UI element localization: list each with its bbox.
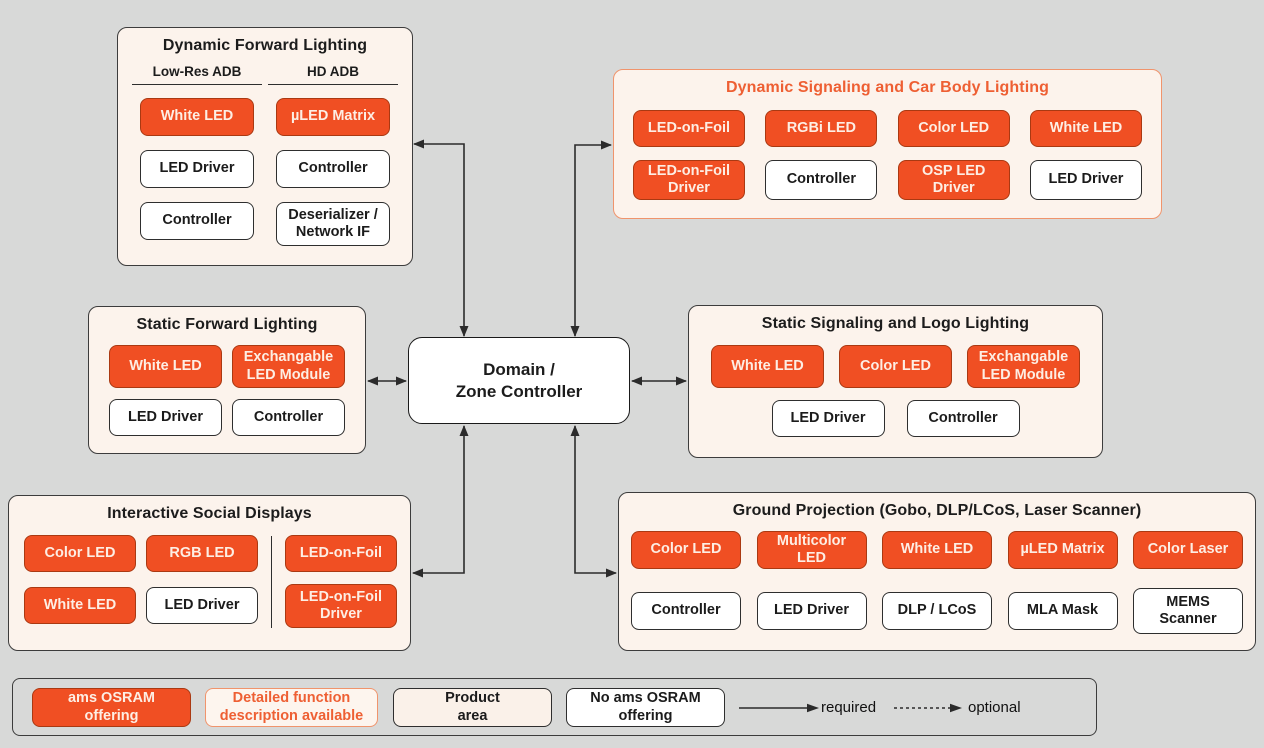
chip-led-on-foil: LED-on-Foil xyxy=(633,110,745,147)
chip-controller: Controller xyxy=(232,399,345,436)
legend-detailed-function: Detailed function description available xyxy=(205,688,378,727)
chip-led-driver: LED Driver xyxy=(140,150,254,188)
panel-dynamic-signaling: Dynamic Signaling and Car Body Lighting … xyxy=(613,69,1162,219)
panel-ground-projection: Ground Projection (Gobo, DLP/LCoS, Laser… xyxy=(618,492,1256,651)
connector-interactive-social xyxy=(412,425,469,578)
chip-led-on-foil-driver: LED-on-Foil Driver xyxy=(285,584,397,628)
panel-title: Static Forward Lighting xyxy=(136,316,318,333)
chip-rgbi-led: RGBi LED xyxy=(765,110,878,147)
column-header: Low-Res ADB xyxy=(132,64,262,85)
chip-color-led: Color LED xyxy=(24,535,136,572)
panel-title: Ground Projection (Gobo, DLP/LCoS, Laser… xyxy=(732,502,1142,519)
chip-exchangable-led-module: Exchangable LED Module xyxy=(232,345,345,388)
chip-uled-matrix: µLED Matrix xyxy=(1007,531,1118,569)
chip-grid-left: Color LED RGB LED White LED LED Driver xyxy=(24,535,258,624)
chip-mla-mask: MLA Mask xyxy=(1007,592,1118,630)
group-divider xyxy=(271,536,272,628)
required-arrow-icon xyxy=(739,703,819,713)
chip-white-led: White LED xyxy=(24,587,136,624)
column-hd-adb: HD ADB µLED Matrix Controller Deserializ… xyxy=(268,64,398,254)
chip-grid: White LED Exchangable LED Module LED Dri… xyxy=(89,345,365,436)
legend-product-area: Product area xyxy=(393,688,552,727)
chip-white-led: White LED xyxy=(140,98,254,136)
adb-columns: Low-Res ADB White LED LED Driver Control… xyxy=(118,64,412,254)
chip-exchangable-led-module: Exchangable LED Module xyxy=(967,345,1080,388)
panel-title: Static Signaling and Logo Lighting xyxy=(761,315,1030,332)
required-label: required xyxy=(821,699,877,716)
chip-controller: Controller xyxy=(276,150,390,188)
chip-color-led: Color LED xyxy=(839,345,952,388)
chip-dlp-lcos: DLP / LCoS xyxy=(882,592,992,630)
chip-color-laser: Color Laser xyxy=(1133,531,1243,569)
chip-color-led: Color LED xyxy=(631,531,741,569)
panel-title: Dynamic Forward Lighting xyxy=(162,37,368,54)
chip-row: LED Driver Controller xyxy=(689,400,1102,437)
chip-uled-matrix: µLED Matrix xyxy=(276,98,390,136)
chip-area: Color LED RGB LED White LED LED Driver L… xyxy=(9,535,410,628)
legend: ams OSRAM offering Detailed function des… xyxy=(12,678,1097,736)
optional-arrow-icon xyxy=(894,703,962,713)
panel-title: Interactive Social Displays xyxy=(107,505,312,522)
legend-ams-osram-offering: ams OSRAM offering xyxy=(32,688,191,727)
connector-dynamic-forward xyxy=(413,139,469,337)
chip-led-driver: LED Driver xyxy=(756,592,867,630)
column-header: HD ADB xyxy=(268,64,398,85)
chip-led-on-foil-driver: LED-on-Foil Driver xyxy=(633,160,745,200)
connector-ground-projection xyxy=(570,425,617,578)
connector-dynamic-signaling xyxy=(570,140,612,337)
chip-multicolor-led: Multicolor LED xyxy=(756,531,867,569)
chip-controller: Controller xyxy=(765,160,878,200)
chip-mems-scanner: MEMS Scanner xyxy=(1133,588,1243,634)
chip-led-driver: LED Driver xyxy=(1029,160,1142,200)
chip-led-driver: LED Driver xyxy=(146,587,258,624)
chip-row: White LED Color LED Exchangable LED Modu… xyxy=(689,345,1102,388)
chip-controller: Controller xyxy=(631,592,741,630)
chip-white-led: White LED xyxy=(711,345,824,388)
domain-zone-controller: Domain / Zone Controller xyxy=(408,337,630,424)
chip-grid: Color LED Multicolor LED White LED µLED … xyxy=(619,531,1255,634)
chip-white-led: White LED xyxy=(882,531,992,569)
optional-label: optional xyxy=(968,699,1021,716)
chip-column-right: LED-on-Foil LED-on-Foil Driver xyxy=(285,535,397,628)
chip-color-led: Color LED xyxy=(897,110,1010,147)
chip-led-driver: LED Driver xyxy=(109,399,222,436)
chip-deserializer-network-if: Deserializer / Network IF xyxy=(276,202,390,246)
legend-no-ams-osram-offering: No ams OSRAM offering xyxy=(566,688,725,727)
chip-led-on-foil: LED-on-Foil xyxy=(285,535,397,572)
chip-controller: Controller xyxy=(140,202,254,240)
panel-static-signaling: Static Signaling and Logo Lighting White… xyxy=(688,305,1103,458)
panel-static-forward-lighting: Static Forward Lighting White LED Exchan… xyxy=(88,306,366,454)
chip-rgb-led: RGB LED xyxy=(146,535,258,572)
panel-dynamic-forward-lighting: Dynamic Forward Lighting Low-Res ADB Whi… xyxy=(117,27,413,266)
chip-led-driver: LED Driver xyxy=(771,400,885,437)
chip-controller: Controller xyxy=(906,400,1020,437)
chip-osp-led-driver: OSP LED Driver xyxy=(897,160,1010,200)
chip-grid: LED-on-Foil RGBi LED Color LED White LED… xyxy=(614,110,1161,200)
chip-white-led: White LED xyxy=(1029,110,1142,147)
panel-interactive-social-displays: Interactive Social Displays Color LED RG… xyxy=(8,495,411,651)
column-low-res-adb: Low-Res ADB White LED LED Driver Control… xyxy=(132,64,262,254)
chip-white-led: White LED xyxy=(109,345,222,388)
panel-title: Dynamic Signaling and Car Body Lighting xyxy=(725,79,1050,96)
